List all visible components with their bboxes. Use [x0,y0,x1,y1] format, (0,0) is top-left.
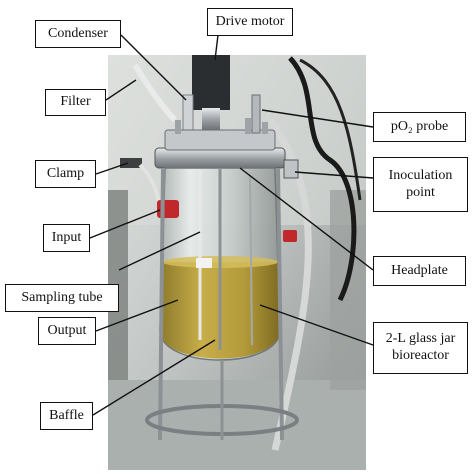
leader-input [89,209,161,239]
leader-condenser [120,34,187,101]
filter-tube [132,63,178,123]
sampling-white-cap [196,258,212,268]
leader-filter [105,79,137,101]
headplate-port-3 [262,122,268,134]
black-tubing [288,56,357,302]
label-inoculation-line1: Inoculation [388,167,453,183]
inoculation-fitting [283,159,299,179]
label-bioreactor-line2: bioreactor [392,348,449,363]
label-bioreactor-line1: 2-L glass jar [385,331,456,347]
leader-baffle [92,339,216,416]
label-filter: Filter [45,89,106,116]
leader-bioreactor [259,304,374,346]
leader-lines [89,34,374,416]
label-clamp: Clamp [35,160,96,188]
drive-motor-shaft [202,108,220,130]
label-condenser: Condenser [35,20,121,48]
label-inoculation-point: Inoculation point [373,157,468,212]
inoculation-red-cap [283,230,297,242]
label-drive-motor: Drive motor [207,8,293,36]
clamp-body [120,158,142,168]
input-red-cap [157,200,179,218]
stand-leg-right [276,167,284,441]
label-inoculation-line2: point [406,184,435,200]
label-po2-probe: pO₂ probe [373,112,466,142]
leader-output [95,299,179,332]
label-bioreactor: 2-L glass jar bioreactor [373,322,468,374]
label-sampling-tube: Sampling tube [5,284,119,312]
leader-drive-motor [214,34,219,61]
headplate-port-1 [175,120,181,134]
headplate-port-2 [245,118,251,134]
baffle-line [249,174,253,346]
headplate-top [164,129,276,151]
leader-inoculation [294,171,374,179]
po2-probe-body [251,94,261,134]
leader-po2-probe [261,109,374,128]
label-baffle: Baffle [40,402,93,430]
drive-motor-body [192,55,230,110]
bench-surface [108,380,366,470]
label-input: Input [43,224,90,252]
right-equipment [330,190,366,390]
label-output: Output [38,317,96,345]
grey-tubing [267,117,312,451]
leader-clamp [95,162,129,175]
leader-headplate [239,167,374,271]
headplate-rim [154,147,286,169]
label-headplate: Headplate [373,256,466,286]
stand-leg-left [158,167,165,441]
leader-sampling-tube [118,231,201,271]
